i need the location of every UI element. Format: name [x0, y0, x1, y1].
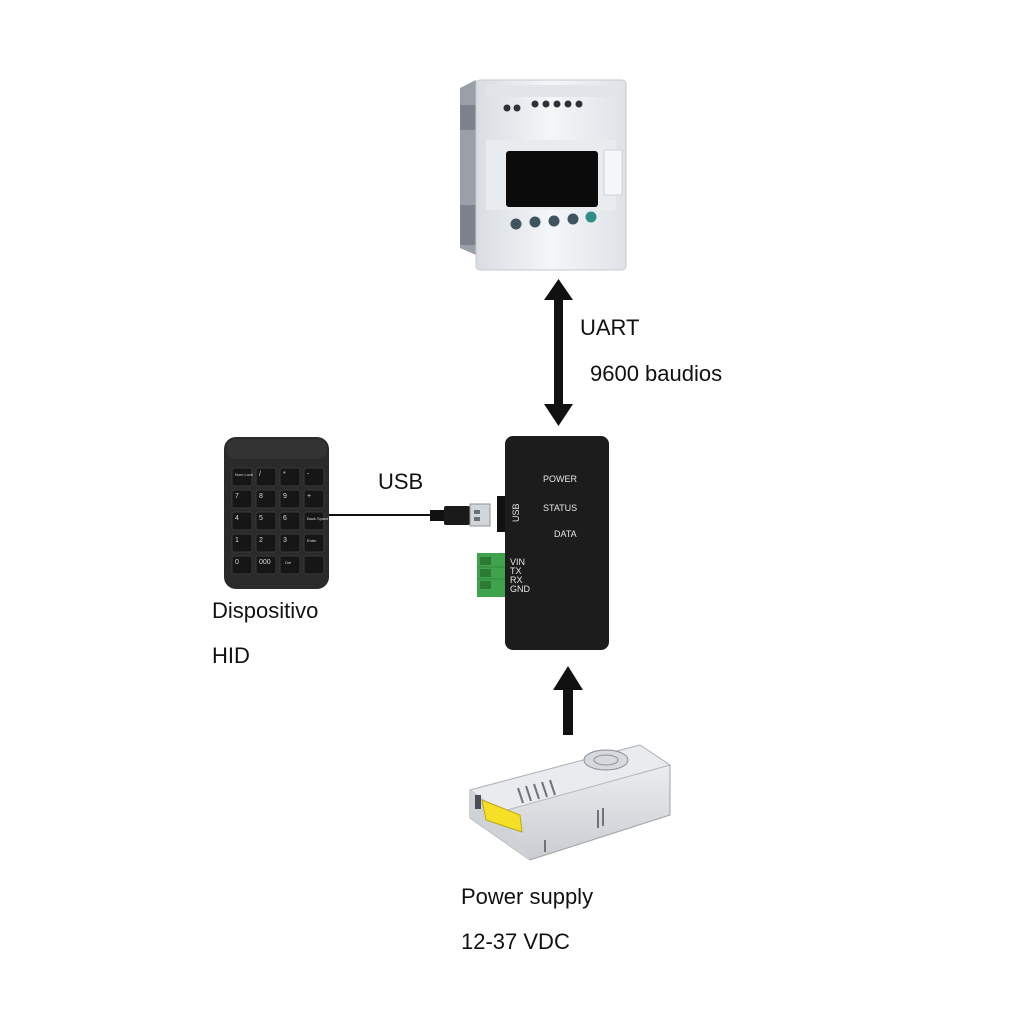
keypad-key — [303, 511, 325, 531]
keypad-key — [231, 555, 253, 575]
keypad-key-label: 000 — [259, 559, 271, 566]
power-supply-label: Power supply — [461, 884, 593, 909]
keypad-key-label: Back Space — [307, 516, 329, 521]
keypad-key-label: 2 — [259, 537, 263, 544]
keypad-key-label: Enter — [307, 538, 317, 543]
keypad-key-label: 8 — [259, 493, 263, 500]
keypad-key-label: 7 — [235, 493, 239, 500]
usb-label: USB — [378, 469, 423, 494]
plc-buttons — [510, 211, 597, 230]
hid-label-line2: HID — [212, 643, 250, 668]
keypad-key — [303, 467, 325, 487]
psu-vents — [517, 779, 604, 852]
power-arrow — [553, 666, 583, 735]
psu-terminal-cover — [481, 799, 523, 833]
keypad-key-label: Num Lock — [235, 472, 253, 477]
psu-fan — [583, 749, 629, 771]
keypad-key — [279, 489, 301, 509]
uart-arrow — [544, 279, 573, 426]
keypad-key-label: * — [283, 471, 286, 478]
keypad-key-label: . Del — [283, 560, 291, 565]
keypad-key — [231, 511, 253, 531]
led-power-label: POWER — [543, 474, 578, 484]
keypad-key — [303, 555, 325, 575]
pin-tx-label: TX — [510, 566, 522, 576]
voltage-range-label: 12-37 VDC — [461, 929, 570, 954]
keypad-key — [255, 555, 277, 575]
keypad-key-label: 4 — [235, 515, 239, 522]
pin-gnd-label: GND — [510, 584, 531, 594]
keypad-key — [279, 533, 301, 553]
pin-vin-label: VIN — [510, 557, 525, 567]
keypad-key — [255, 511, 277, 531]
keypad-key — [231, 489, 253, 509]
keypad-key-label: 9 — [283, 493, 287, 500]
keypad-key — [303, 489, 325, 509]
usb-cable — [329, 503, 491, 527]
keypad-key — [255, 489, 277, 509]
led-data-label: DATA — [554, 529, 577, 539]
power-supply-device — [468, 744, 672, 861]
plc-display — [506, 151, 598, 207]
keypad-key-label: 1 — [235, 537, 239, 544]
keypad-key-label: 0 — [235, 559, 239, 566]
keypad-key — [279, 511, 301, 531]
keypad-key-label: 6 — [283, 515, 287, 522]
pin-rx-label: RX — [510, 575, 523, 585]
uart-label: UART — [580, 315, 640, 340]
keypad-key-label: / — [259, 471, 261, 478]
usb-port-label: USB — [511, 503, 521, 522]
keypad-key — [255, 467, 277, 487]
converter-module: POWER STATUS DATA USB VIN TX RX GND — [477, 436, 609, 650]
keypad-key-label: - — [307, 471, 310, 478]
plc-device — [460, 79, 627, 271]
keypad-key — [231, 533, 253, 553]
keypad-key — [231, 467, 253, 487]
hid-label-line1: Dispositivo — [212, 598, 318, 623]
plc-terminals — [503, 100, 583, 112]
keypad-key-label: + — [307, 493, 311, 500]
keypad-key-label: 5 — [259, 515, 263, 522]
led-status-label: STATUS — [543, 503, 577, 513]
keypad-key — [279, 555, 301, 575]
keypad-key — [303, 533, 325, 553]
baud-rate-label: 9600 baudios — [590, 361, 722, 386]
terminal-block — [477, 553, 505, 597]
keypad-key — [255, 533, 277, 553]
keypad-key — [279, 467, 301, 487]
keypad-key-label: 3 — [283, 537, 287, 544]
